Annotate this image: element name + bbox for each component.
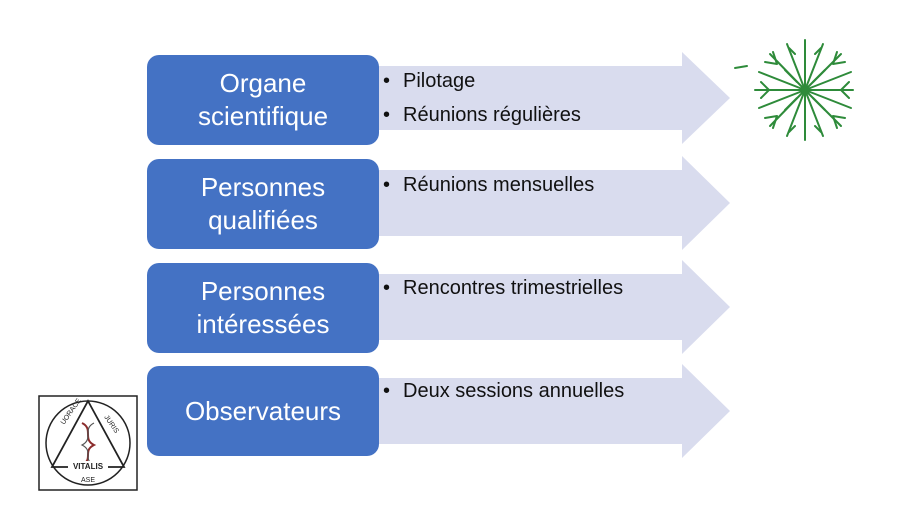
tree-logo-icon (734, 39, 854, 141)
bullet-item: Réunions régulières (383, 98, 581, 132)
bullet-item: Réunions mensuelles (383, 168, 594, 202)
category-label-line2: scientifique (197, 101, 329, 131)
bullet-list: Réunions mensuelles (383, 168, 594, 202)
category-label-line1: Organe (219, 68, 307, 98)
bullet-item: Deux sessions annuelles (383, 374, 624, 408)
category-label-line2: qualifiées (208, 205, 318, 235)
bullet-list: Rencontres trimestrielles (383, 271, 623, 305)
bullet-item: Rencontres trimestrielles (383, 271, 623, 305)
category-label-line2: intéressées (196, 309, 330, 339)
bullet-list: Pilotage Réunions régulières (383, 64, 581, 132)
category-box: Organe scientifique (147, 55, 379, 145)
logo-name: VITALIS (73, 462, 104, 471)
vitalis-logo-icon: UORACE JURIS VITALIS ASE (38, 395, 138, 491)
bullet-list: Deux sessions annuelles (383, 374, 624, 408)
category-label-line1: Personnes (200, 276, 326, 306)
bullet-item: Pilotage (383, 64, 581, 98)
category-label-line1: Personnes (200, 172, 326, 202)
category-box: Observateurs (147, 366, 379, 456)
logo-subtext: ASE (81, 477, 95, 484)
category-box: Personnes intéressées (147, 263, 379, 353)
category-box: Personnes qualifiées (147, 159, 379, 249)
category-label-line1: Observateurs (184, 395, 342, 426)
